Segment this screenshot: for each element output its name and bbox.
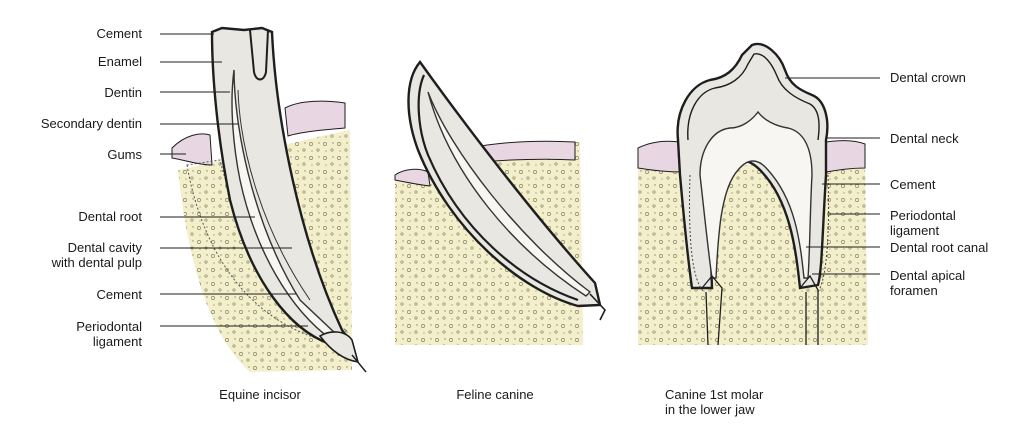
feline-canine-illustration — [394, 60, 606, 345]
label-cement-lower: Cement — [96, 287, 142, 302]
feline-gums-right — [469, 140, 576, 163]
label-dental-root-canal: Dental root canal — [890, 240, 989, 255]
molar-bone — [638, 165, 868, 345]
label-dental-crown: Dental crown — [890, 70, 966, 85]
label-cement-molar: Cement — [890, 177, 936, 192]
label-dental-apical-foramen: Dental apical foramen — [890, 268, 966, 298]
molar-pulp — [699, 110, 813, 279]
molar-gums-left — [637, 140, 683, 173]
label-dental-cavity: Dental cavity with dental pulp — [51, 240, 142, 270]
label-periodontal-ligament-molar: Periodontal ligament — [890, 208, 956, 238]
feline-pulp — [427, 91, 592, 297]
molar-leader-lines — [785, 77, 880, 275]
equine-gums — [171, 133, 213, 166]
label-dental-root: Dental root — [78, 209, 142, 224]
label-dental-neck: Dental neck — [890, 131, 959, 146]
label-dentin: Dentin — [104, 85, 142, 100]
label-cement-top: Cement — [96, 26, 142, 41]
caption-feline-canine: Feline canine — [456, 387, 534, 402]
label-periodontal-ligament-equine: Periodontal ligament — [76, 319, 142, 349]
equine-leader-lines — [160, 33, 308, 327]
label-gums: Gums — [107, 147, 142, 162]
feline-gums — [394, 168, 431, 187]
feline-tooth — [407, 60, 602, 308]
equine-incisor-illustration — [171, 26, 367, 373]
molar-gums-right — [825, 140, 866, 173]
label-secondary-dentin: Secondary dentin — [40, 116, 142, 131]
label-enamel: Enamel — [97, 54, 142, 69]
equine-gums-right — [284, 100, 346, 137]
canine-molar-illustration — [637, 42, 868, 346]
equine-tooth-body — [210, 26, 353, 346]
caption-canine-molar: Canine 1st molar in the lower jaw — [665, 387, 764, 417]
equine-pulp-cavity — [231, 69, 337, 341]
caption-equine-incisor: Equine incisor — [219, 387, 301, 402]
